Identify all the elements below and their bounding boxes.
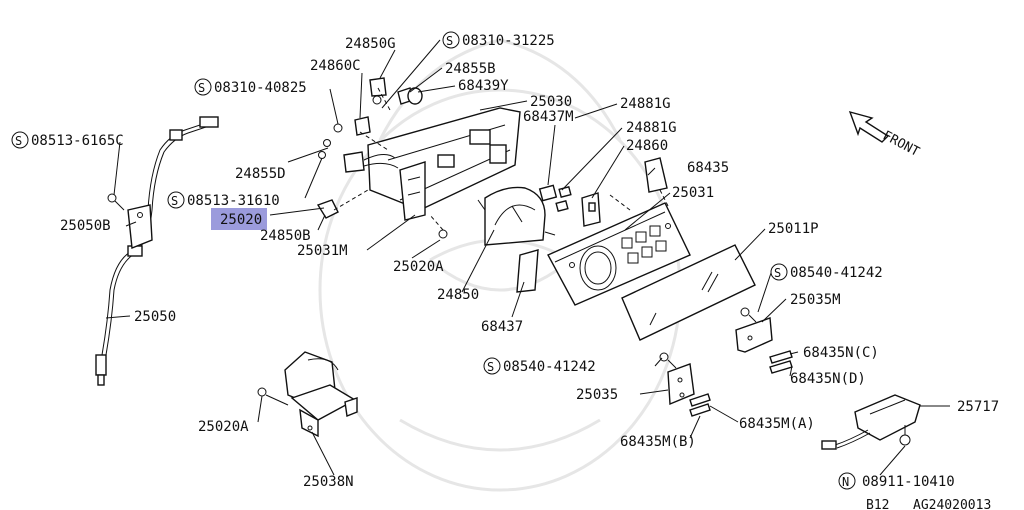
part-label-24860: 24860 bbox=[626, 138, 668, 154]
part-label-25020A-b: 25020A bbox=[198, 419, 249, 435]
part-label-25020A-a: 25020A bbox=[393, 259, 444, 275]
part-label-24850G: 24850G bbox=[345, 36, 396, 52]
part-label-08513-31610: 08513-31610 bbox=[187, 193, 280, 209]
meter-glass-drawing bbox=[621, 244, 756, 341]
diagram-footer: B12 AG24020013 bbox=[866, 498, 991, 510]
part-label-68435M-A: 68435M(A) bbox=[739, 416, 815, 432]
prefix-s-08540-41242-a: S bbox=[774, 266, 781, 280]
part-label-24860C: 24860C bbox=[310, 58, 361, 74]
part-label-08911-10410: 08911-10410 bbox=[862, 474, 955, 490]
part-label-25031: 25031 bbox=[672, 185, 714, 201]
meter-housing-drawing bbox=[316, 77, 521, 239]
part-label-25011P: 25011P bbox=[768, 221, 819, 237]
bracket-25038N-drawing bbox=[257, 351, 358, 438]
prefix-s-08513-6165C: S bbox=[15, 134, 22, 148]
part-label-08540-41242-a: 08540-41242 bbox=[790, 265, 883, 281]
part-label-68439Y: 68439Y bbox=[458, 78, 509, 94]
part-label-25050B: 25050B bbox=[60, 218, 111, 234]
part-label-24850: 24850 bbox=[437, 287, 479, 303]
footer-code-b12: B12 bbox=[866, 498, 889, 510]
part-label-24881G-b: 24881G bbox=[626, 120, 677, 136]
part-label-68437: 68437 bbox=[481, 319, 523, 335]
part-label-25030: 25030 bbox=[530, 94, 572, 110]
part-label-68435N-D: 68435N(D) bbox=[790, 371, 866, 387]
prefix-n-08911-10410: N bbox=[842, 475, 849, 489]
part-label-24855D: 24855D bbox=[235, 166, 286, 182]
part-label-25035: 25035 bbox=[576, 387, 618, 403]
part-label-08310-40825: 08310-40825 bbox=[214, 80, 307, 96]
part-label-25035M: 25035M bbox=[790, 292, 841, 308]
prefix-s-08310-40825: S bbox=[198, 81, 205, 95]
meter-panel-drawing bbox=[547, 202, 691, 306]
front-direction-arrow: FRONT bbox=[848, 110, 922, 160]
prefix-s-08513-31610: S bbox=[171, 194, 178, 208]
part-label-68437M: 68437M bbox=[523, 109, 574, 125]
part-label-24855B: 24855B bbox=[445, 61, 496, 77]
speedometer-cable-drawing bbox=[95, 116, 219, 386]
part-label-25038N: 25038N bbox=[303, 474, 354, 490]
front-label: FRONT bbox=[880, 128, 922, 160]
part-label-24881G-a: 24881G bbox=[620, 96, 671, 112]
footer-code-reference: AG24020013 bbox=[913, 498, 991, 510]
part-label-25050: 25050 bbox=[134, 309, 176, 325]
bracket-drawings bbox=[659, 307, 793, 417]
part-label-25717: 25717 bbox=[957, 399, 999, 415]
part-label-25031M: 25031M bbox=[297, 243, 348, 259]
prefix-symbols: S S S S S S N bbox=[11, 31, 856, 490]
prefix-s-08540-41242-b: S bbox=[487, 360, 494, 374]
part-label-08540-41242-b: 08540-41242 bbox=[503, 359, 596, 375]
prefix-s-08310-31225: S bbox=[446, 34, 453, 48]
part-label-68435M-B: 68435M(B) bbox=[620, 434, 696, 450]
part-label-24850B: 24850B bbox=[260, 228, 311, 244]
part-label-08310-31225: 08310-31225 bbox=[462, 33, 555, 49]
leader-lines bbox=[105, 39, 950, 476]
speedometer-drawing bbox=[477, 186, 556, 293]
part-label-68435: 68435 bbox=[687, 160, 729, 176]
part-labels: 24850G 08310-31225 24860C 24855B 08310-4… bbox=[31, 33, 999, 490]
part-label-25020: 25020 bbox=[220, 212, 262, 228]
part-label-68435N-C: 68435N(C) bbox=[803, 345, 879, 361]
module-25717-drawing bbox=[821, 394, 921, 450]
part-label-08513-6165C: 08513-6165C bbox=[31, 133, 124, 149]
selected-part-highlight bbox=[211, 208, 267, 230]
